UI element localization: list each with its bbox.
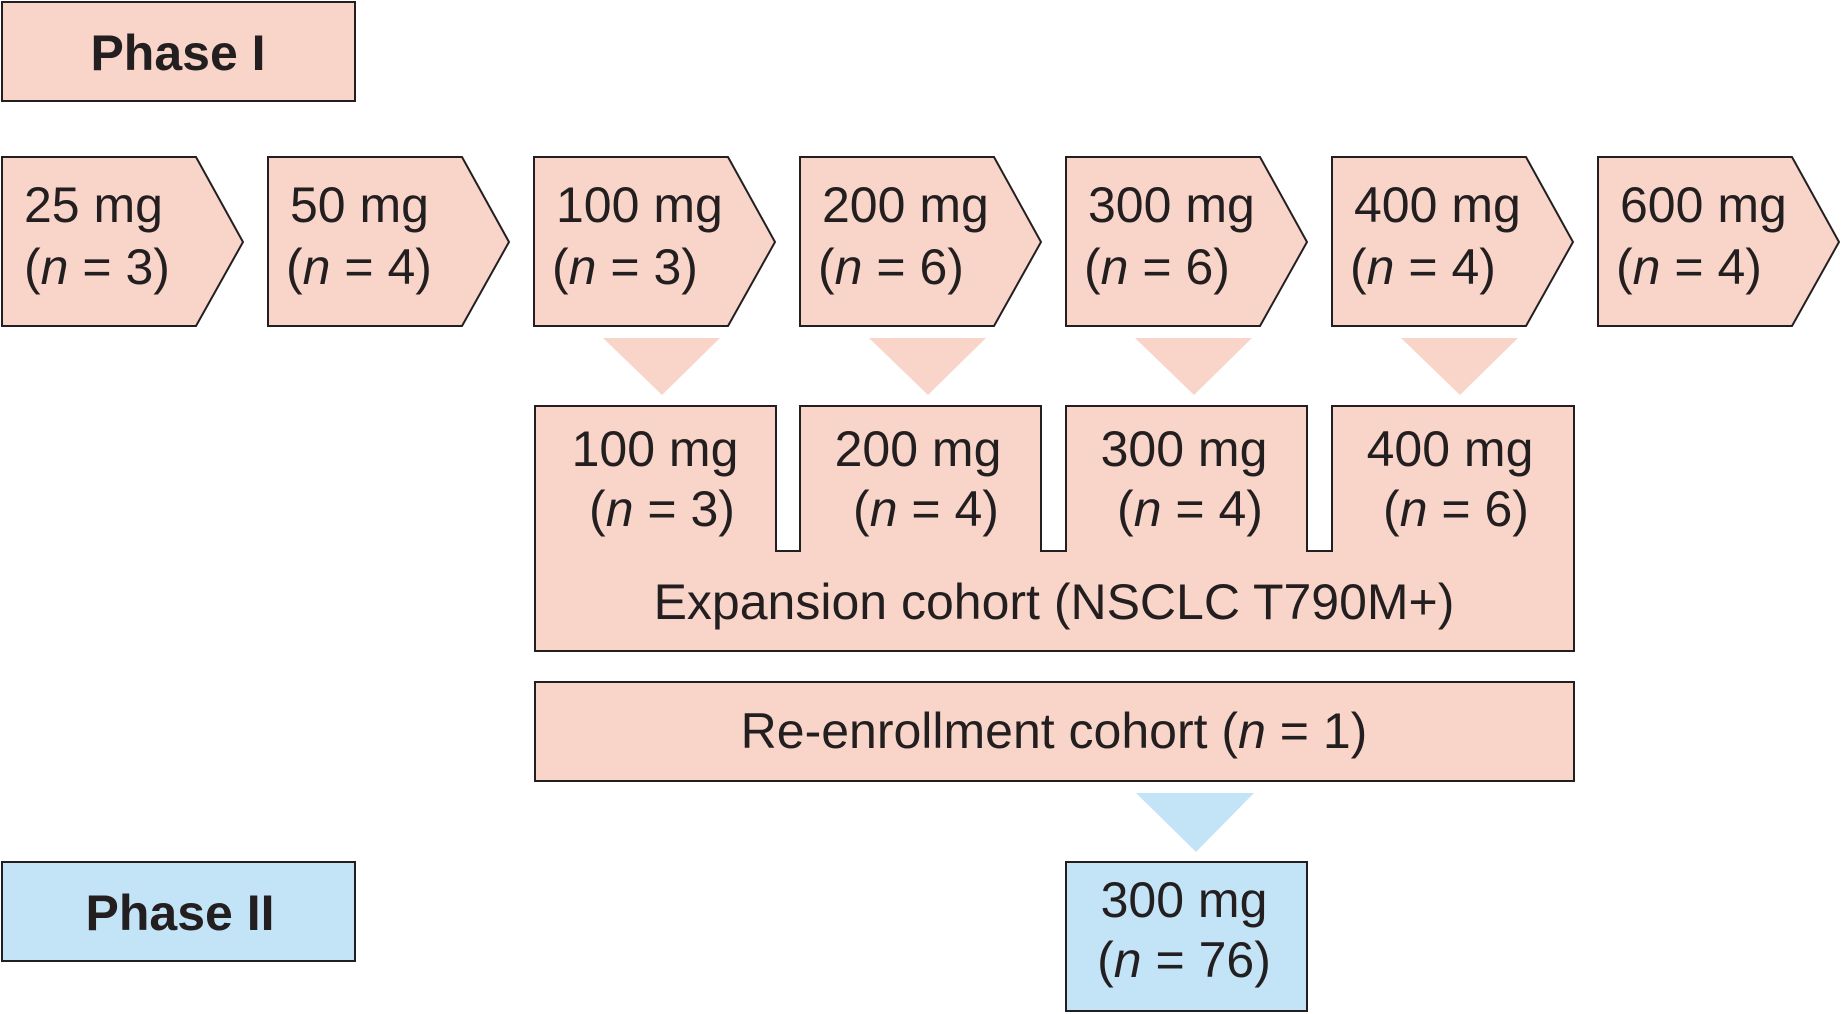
chevron-shape (267, 156, 511, 327)
phase2-dose-label: 300 mg (1101, 872, 1268, 928)
chevron-shape (533, 156, 777, 327)
phase2-header: Phase II (1, 861, 356, 962)
down-arrow-icon (1135, 338, 1252, 395)
down-arrow-icon (603, 338, 720, 395)
escalation-n-label: (n = 3) (552, 239, 698, 295)
escalation-dose-label: 25 mg (24, 177, 163, 233)
reenrollment-cohort-box (534, 681, 1575, 782)
escalation-n-label: (n = 4) (286, 239, 432, 295)
escalation-dose-label: 200 mg (822, 177, 989, 233)
expansion-n-label: (n = 3) (589, 481, 735, 537)
expansion-dose-label: 100 mg (572, 421, 739, 477)
escalation-dose-label: 600 mg (1620, 177, 1787, 233)
expansion-cohort: 100 mg (n = 3) 200 mg (n = 4) 300 mg (n … (534, 405, 1575, 652)
expansion-n-label: (n = 4) (853, 481, 999, 537)
phase2-down-arrow-icon (1136, 793, 1254, 852)
escalation-n-label: (n = 4) (1616, 239, 1762, 295)
phase1-header-label: Phase I (90, 25, 265, 81)
chevron-shape (1, 156, 245, 327)
escalation-step-25mg: 25 mg (n = 3) (1, 156, 245, 327)
chevron-shape (1597, 156, 1841, 327)
escalation-dose-label: 50 mg (290, 177, 429, 233)
phase1-header: Phase I (1, 1, 356, 102)
escalation-step-600mg: 600 mg (n = 4) (1597, 156, 1841, 327)
escalation-dose-label: 100 mg (556, 177, 723, 233)
escalation-step-100mg: 100 mg (n = 3) (533, 156, 777, 327)
escalation-n-label: (n = 3) (24, 239, 170, 295)
reenrollment-cohort-label: Re-enrollment cohort (n = 1) (741, 703, 1368, 759)
escalation-step-300mg: 300 mg (n = 6) (1065, 156, 1309, 327)
phase2-dose: 300 mg (n = 76) (1065, 861, 1308, 1012)
escalation-dose-label: 300 mg (1088, 177, 1255, 233)
dose-escalation-row: 25 mg (n = 3) 50 mg (n = 4) 100 mg (n = … (1, 156, 1841, 327)
phase1-header-box (1, 1, 356, 102)
expansion-n-label: (n = 6) (1383, 481, 1529, 537)
phase2-header-box (1, 861, 356, 962)
phase2-dose-box (1065, 861, 1308, 1012)
escalation-n-label: (n = 6) (818, 239, 964, 295)
escalation-dose-label: 400 mg (1354, 177, 1521, 233)
expansion-dose-label: 200 mg (835, 421, 1002, 477)
phase2-n-label: (n = 76) (1097, 932, 1271, 988)
chevron-shape (1065, 156, 1309, 327)
chevron-shape (799, 156, 1043, 327)
chevron-shape (1331, 156, 1575, 327)
reenrollment-cohort: Re-enrollment cohort (n = 1) (534, 681, 1575, 782)
escalation-step-50mg: 50 mg (n = 4) (267, 156, 511, 327)
escalation-n-label: (n = 6) (1084, 239, 1230, 295)
escalation-step-400mg: 400 mg (n = 4) (1331, 156, 1575, 327)
expansion-cohort-box (534, 405, 1575, 652)
escalation-n-label: (n = 4) (1350, 239, 1496, 295)
phase2-header-label: Phase II (86, 885, 275, 941)
expansion-dose-label: 300 mg (1101, 421, 1268, 477)
expansion-cohort-label: Expansion cohort (NSCLC T790M+) (654, 574, 1455, 630)
down-arrow-icon (1401, 338, 1518, 395)
escalation-step-200mg: 200 mg (n = 6) (799, 156, 1043, 327)
expansion-n-label: (n = 4) (1117, 481, 1263, 537)
expansion-arrows (603, 338, 1518, 395)
down-arrow-icon (869, 338, 986, 395)
expansion-dose-label: 400 mg (1367, 421, 1534, 477)
